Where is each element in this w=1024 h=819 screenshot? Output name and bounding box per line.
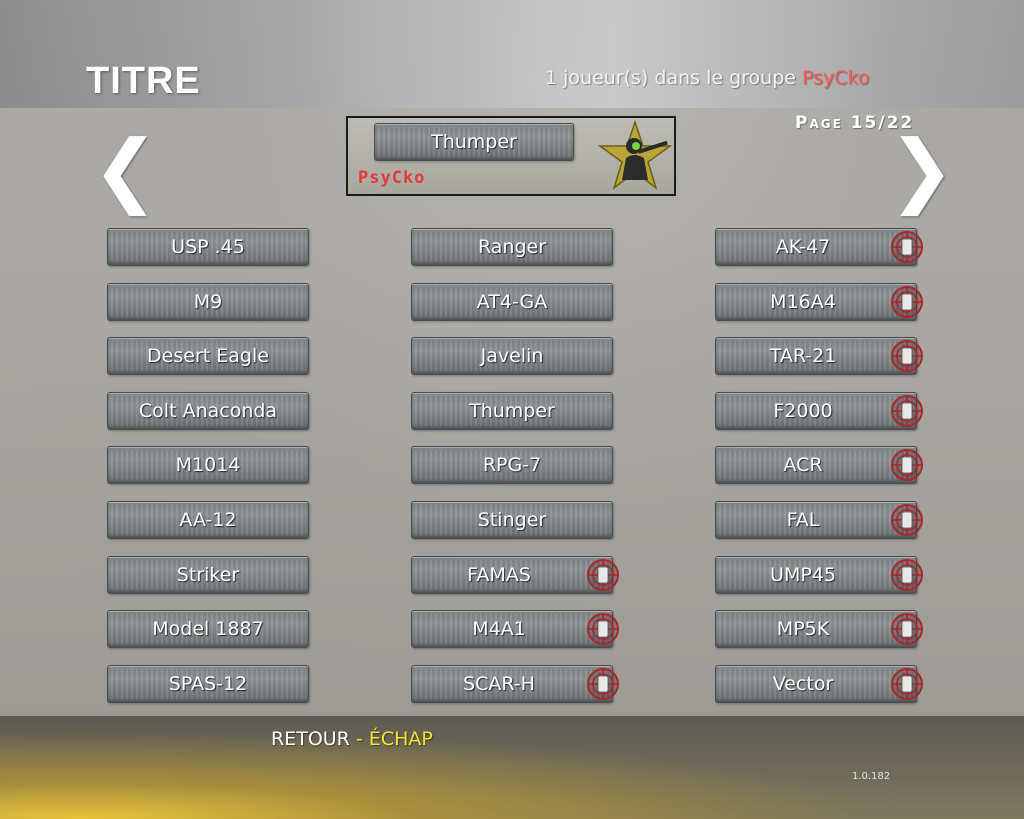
title-option-vector[interactable]: Vector (715, 665, 923, 703)
locked-crosshair-icon (890, 394, 924, 428)
next-page-arrow-icon[interactable]: ❯ (888, 123, 956, 216)
locked-crosshair-icon (890, 285, 924, 319)
title-option-label: Stinger (477, 509, 547, 531)
back-separator: - (349, 728, 369, 750)
locked-crosshair-icon (890, 558, 924, 592)
title-option-label: Colt Anaconda (138, 400, 278, 422)
title-option-label: AT4-GA (476, 291, 548, 313)
back-hint[interactable]: RETOUR - ÉCHAP (271, 728, 433, 750)
locked-crosshair-icon (890, 339, 924, 373)
title-option-model-1887[interactable]: Model 1887 (107, 610, 309, 648)
title-option-label: Vector (772, 673, 834, 695)
title-option-label: Thumper (469, 400, 555, 422)
title-option-label: M1014 (175, 454, 241, 476)
title-option-spas-12[interactable]: SPAS-12 (107, 665, 309, 703)
title-option-label: MP5K (776, 618, 830, 640)
title-option-label: M9 (193, 291, 223, 313)
title-option-label: M4A1 (472, 618, 526, 640)
page-title: TITRE (86, 60, 201, 102)
locked-crosshair-icon (586, 558, 620, 592)
title-option-label: F2000 (773, 400, 833, 422)
page-indicator: Page 15/22 (795, 113, 915, 133)
title-option-m16a4[interactable]: M16A4 (715, 283, 923, 321)
title-option-label: FAL (786, 509, 820, 531)
version-label: 1.0.182 (852, 771, 891, 782)
title-option-label: Model 1887 (152, 618, 264, 640)
title-option-mp5k[interactable]: MP5K (715, 610, 923, 648)
title-option-label: Desert Eagle (147, 345, 269, 367)
soldier-star-emblem-icon (598, 120, 672, 191)
clan-tag: PsyCko (358, 168, 426, 188)
title-option-colt-anaconda[interactable]: Colt Anaconda (107, 392, 309, 430)
title-option-label: RPG-7 (482, 454, 542, 476)
title-option-rpg-7[interactable]: RPG-7 (411, 446, 613, 484)
title-option-scar-h[interactable]: SCAR-H (411, 665, 619, 703)
back-label[interactable]: RETOUR (271, 728, 350, 750)
locked-crosshair-icon (890, 667, 924, 701)
locked-crosshair-icon (890, 448, 924, 482)
footer-band (0, 716, 1024, 819)
title-option-m4a1[interactable]: M4A1 (411, 610, 619, 648)
title-option-label: ACR (783, 454, 823, 476)
title-option-at4-ga[interactable]: AT4-GA (411, 283, 613, 321)
title-option-striker[interactable]: Striker (107, 556, 309, 594)
group-name: PsyCko (801, 67, 870, 89)
title-option-label: AK-47 (775, 236, 831, 258)
title-option-javelin[interactable]: Javelin (411, 337, 613, 375)
title-option-acr[interactable]: ACR (715, 446, 923, 484)
title-option-label: Javelin (480, 345, 544, 367)
selected-title-plate: Thumper (374, 123, 574, 161)
locked-crosshair-icon (890, 612, 924, 646)
title-option-famas[interactable]: FAMAS (411, 556, 619, 594)
title-option-ump45[interactable]: UMP45 (715, 556, 923, 594)
title-option-tar-21[interactable]: TAR-21 (715, 337, 923, 375)
header-band (0, 0, 1024, 108)
title-option-usp-45[interactable]: USP .45 (107, 228, 309, 266)
locked-crosshair-icon (890, 230, 924, 264)
title-option-aa-12[interactable]: AA-12 (107, 501, 309, 539)
title-option-f2000[interactable]: F2000 (715, 392, 923, 430)
title-option-label: TAR-21 (769, 345, 837, 367)
title-option-m1014[interactable]: M1014 (107, 446, 309, 484)
previous-page-arrow-icon[interactable]: ❮ (92, 123, 160, 216)
group-info-text: 1 joueur(s) dans le groupe (545, 67, 802, 89)
title-option-label: UMP45 (770, 564, 836, 586)
title-option-thumper[interactable]: Thumper (411, 392, 613, 430)
locked-crosshair-icon (586, 667, 620, 701)
title-option-m9[interactable]: M9 (107, 283, 309, 321)
back-key-label[interactable]: ÉCHAP (368, 728, 433, 750)
title-option-label: M16A4 (770, 291, 836, 313)
title-option-label: FAMAS (467, 564, 531, 586)
locked-crosshair-icon (890, 503, 924, 537)
title-option-label: AA-12 (179, 509, 237, 531)
title-option-ak-47[interactable]: AK-47 (715, 228, 923, 266)
title-option-label: Striker (176, 564, 240, 586)
group-info: 1 joueur(s) dans le groupe PsyCko (545, 67, 869, 89)
title-option-stinger[interactable]: Stinger (411, 501, 613, 539)
title-option-desert-eagle[interactable]: Desert Eagle (107, 337, 309, 375)
title-option-label: SCAR-H (463, 673, 535, 695)
selected-title-label: Thumper (431, 131, 517, 153)
title-option-label: SPAS-12 (168, 673, 248, 695)
title-option-ranger[interactable]: Ranger (411, 228, 613, 266)
title-option-label: USP .45 (171, 236, 245, 258)
title-option-label: Ranger (477, 236, 547, 258)
callsign-preview: Thumper PsyCko (346, 116, 676, 196)
title-option-fal[interactable]: FAL (715, 501, 923, 539)
locked-crosshair-icon (586, 612, 620, 646)
